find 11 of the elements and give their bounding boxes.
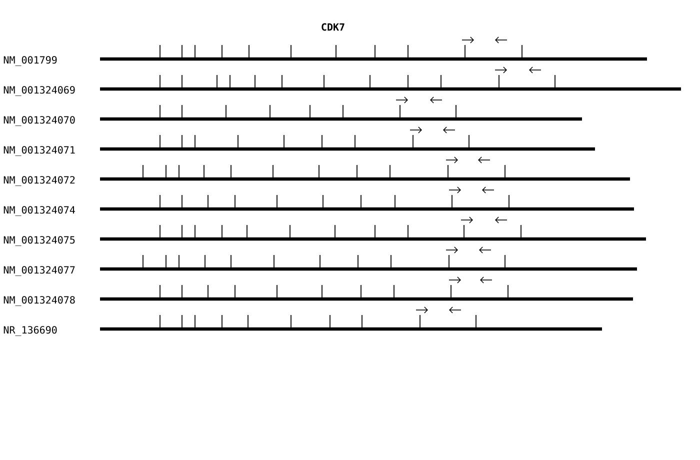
transcript-label: NM_001324070: [4, 116, 75, 126]
transcript-label: NM_001324071: [4, 146, 75, 156]
transcript-label: NR_136690: [4, 326, 57, 336]
transcript-label: NM_001799: [4, 56, 57, 66]
transcript-label: NM_001324069: [4, 86, 75, 96]
transcript-label: NM_001324074: [4, 206, 75, 216]
transcript-label: NM_001324072: [4, 176, 75, 186]
transcript-label: NM_001324075: [4, 236, 75, 246]
title: CDK7: [322, 23, 344, 31]
transcript-label: NM_001324078: [4, 296, 75, 306]
transcript-label: NM_001324077: [4, 266, 75, 276]
